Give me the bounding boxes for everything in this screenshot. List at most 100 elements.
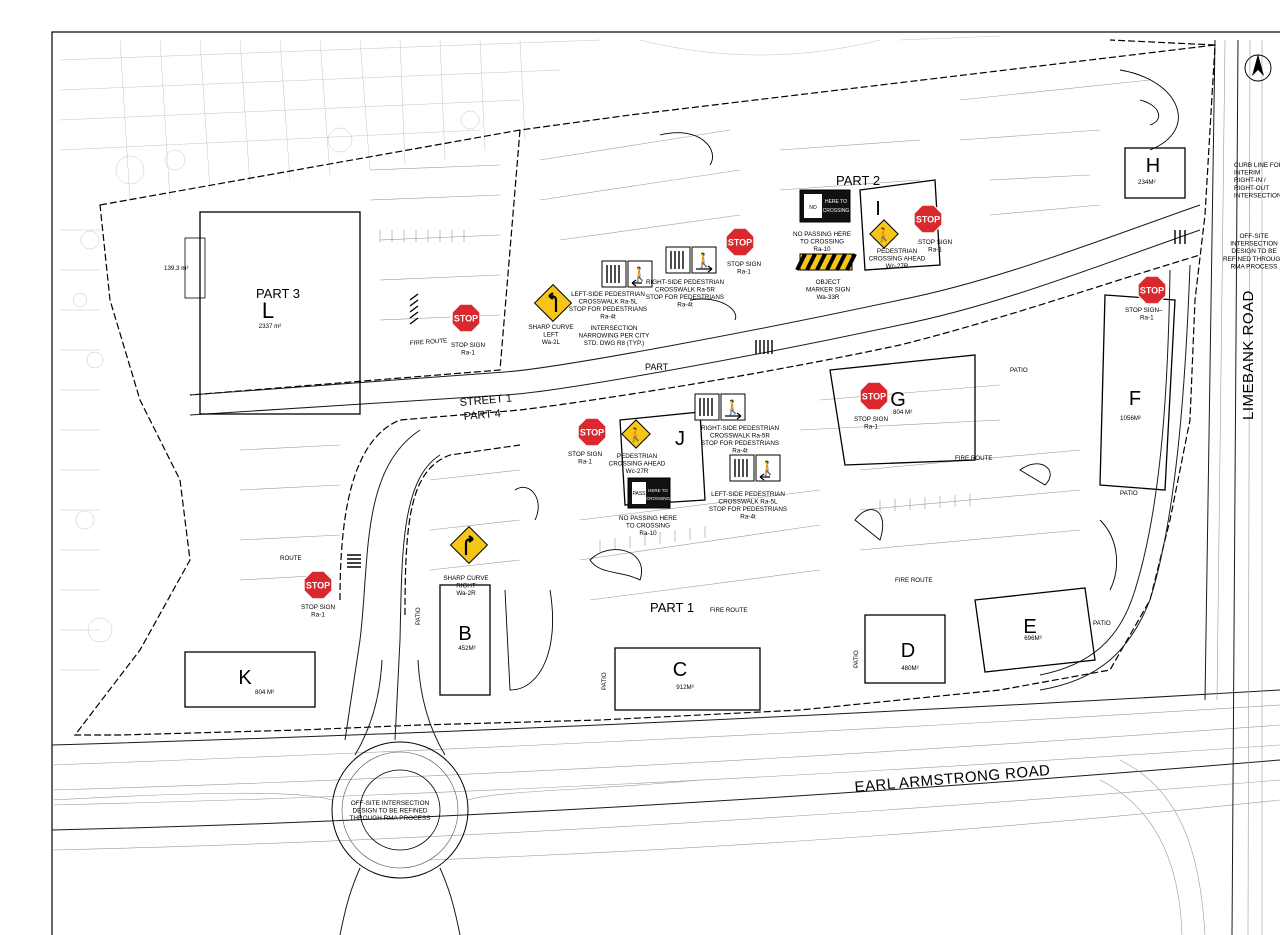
part2-boundary-top [1109,39,1216,46]
building-F-letter: F [1129,388,1141,410]
arrow-icon [696,265,713,273]
part-partial-label: PART [645,362,669,372]
no-pass-text: CROSSING [823,208,850,214]
pedestrian-icon: 🚶 [876,227,892,242]
building-F: F 1056M² [1099,294,1176,491]
building-E-letter: E [1023,616,1036,638]
north-arrow [1244,54,1272,82]
building-B: B 452M² [439,584,491,696]
no-pass-text: CROSSING [646,496,671,501]
parking-lots [239,79,1151,601]
no-pass-symbol: NO [809,205,817,211]
stop-sign-text: STOP [580,428,604,438]
building-I: I [859,179,941,271]
building-L-letter: L [262,298,274,323]
patio-label-f: PATIO [1120,490,1138,497]
building-D-letter: D [901,640,915,662]
stop-sign-text: STOP [916,215,940,225]
stop-sign-f: STOP [1137,275,1167,305]
fire-route-label-1: FIRE ROUTE [410,337,448,347]
building-G-area: 804 M² [893,409,912,416]
patio-label-b: PATIO [415,607,422,625]
patio-label-e: PATIO [1093,620,1111,627]
right-crosswalk-sign-pair-1: 🚶 [665,246,717,274]
left-crosswalk-sign-pair-2: 🚶 [729,454,781,482]
building-C: C 912M² [614,647,761,711]
stop-sign-text: STOP [306,581,330,591]
stop-sign-part2-west: STOP [725,227,755,257]
right-crosswalk-sign-pair-2: 🚶 [694,393,746,421]
road-name-street-1: STREET 1 [459,392,512,409]
building-L: PART 3 L 2337 m² 139.3 m² [164,211,361,415]
part1-label: PART 1 [650,600,694,615]
building-E: E 696M² [974,587,1096,673]
left-crosswalk-sign-pair-1: 🚶 [601,260,653,288]
stop-signs: STOP STOP STOP STOP STOP STOP STOP [303,204,1167,600]
building-K: K 804 M² [184,651,316,708]
building-I-letter: I [875,198,881,220]
building-L-area: 2337 m² [259,323,282,330]
patio-label-g: PATIO [1010,367,1028,374]
building-F-area: 1056M² [1120,415,1141,422]
street-1-road [189,204,1201,741]
no-pass-text: HERE TO [648,488,668,493]
pedestrian-icon: 🚶 [759,460,776,477]
stop-sign-text: STOP [454,314,478,324]
building-B-letter: B [458,623,471,645]
pedestrian-icon: 🚶 [695,252,712,269]
patio-label-d: PATIO [853,650,860,668]
building-C-area: 912M² [676,684,694,691]
building-D-area: 480M² [901,665,919,672]
crosswalk-sign-pairs: 🚶 🚶 🚶 🚶 [601,246,781,482]
part3-boundary [189,129,521,396]
building-K-area: 804 M² [255,689,274,696]
building-J: J [619,411,706,506]
parking-islands [504,69,1179,691]
stop-sign-k: STOP [303,570,333,600]
stop-sign-text: STOP [1140,286,1164,296]
arrow-icon [759,473,770,481]
existing-lot-lines [59,35,1001,671]
part4-label: PART 4 [463,408,501,423]
building-H: H 234M² [1124,147,1186,199]
route-label: ROUTE [280,555,302,562]
pedestrian-icon: 🚶 [631,266,648,283]
building-G: G 804 M² [829,354,976,466]
object-marker-sign [795,253,857,271]
road-linework [51,39,1280,935]
stop-sign-part2-east: STOP [913,204,943,234]
sharp-curve-right-sign [449,525,489,565]
caption-stop-sign-f: STOP SIGN–Ra-1 [1125,307,1163,322]
arrow-icon [631,279,642,287]
stop-sign-g: STOP [859,381,889,411]
part3-label: PART 3 [256,286,300,301]
building-J-letter: J [675,428,685,450]
pedestrian-icon: 🚶 [724,399,741,416]
stop-sign-l: STOP [451,303,481,333]
building-G-letter: G [890,389,906,411]
pedestrian-crossing-sign-1: 🚶 [621,419,651,449]
road-name-earl-armstrong: EARL ARMSTRONG ROAD [854,762,1051,796]
building-K-letter: K [238,667,252,689]
patio-label-c: PATIO [601,672,608,690]
building-H-letter: H [1146,155,1160,177]
crosswalk-markings [347,230,1186,568]
